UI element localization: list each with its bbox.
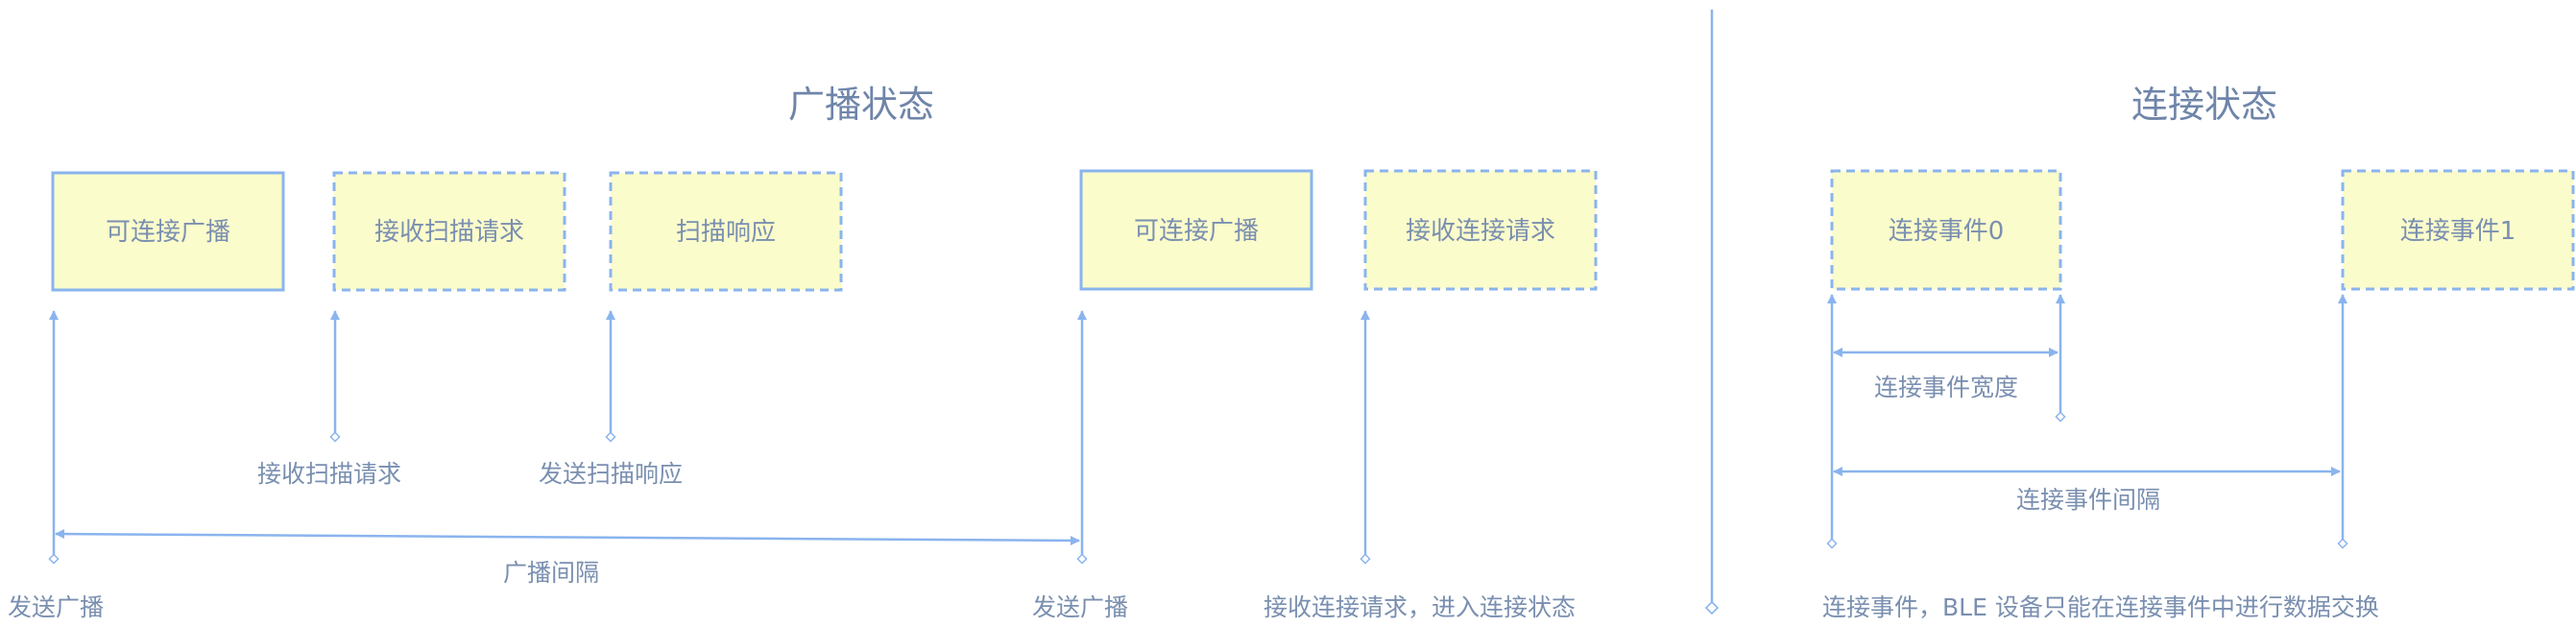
adv-box-scan-rsp: 扫描响应 <box>609 171 843 292</box>
adv-box-recv-scan-req-label: 接收扫描请求 <box>374 218 524 247</box>
conn-box-event-0: 连接事件0 <box>1830 169 2062 291</box>
send-adv-1-label: 发送广播 <box>8 593 104 621</box>
send-scan-rsp-label: 发送扫描响应 <box>539 460 683 488</box>
conn-event-note: 连接事件，BLE 设备只能在连接事件中进行数据交换 <box>1822 593 2379 621</box>
adv-box-recv-scan-req: 接收扫描请求 <box>332 171 566 292</box>
adv-box-recv-conn-req-label: 接收连接请求 <box>1406 217 1555 246</box>
adv-interval-arrow <box>55 529 1080 545</box>
adv-box-recv-conn-req: 接收连接请求 <box>1363 169 1598 291</box>
adv-box-connectable-1-label: 可连接广播 <box>106 218 230 247</box>
conn-box-event-0-label: 连接事件0 <box>1889 217 2005 246</box>
adv-interval-label: 广播间隔 <box>503 559 599 587</box>
adv-box-connectable-2: 可连接广播 <box>1079 169 1313 291</box>
conn-box-event-1-label: 连接事件1 <box>2400 217 2516 246</box>
send-adv-2-label: 发送广播 <box>1032 593 1128 621</box>
adv-box-scan-rsp-label: 扫描响应 <box>676 218 776 247</box>
divider-end-marker <box>1704 600 1720 616</box>
adv-box-connectable-1: 可连接广播 <box>51 171 285 292</box>
recv-scan-req-label: 接收扫描请求 <box>257 460 401 488</box>
conn-box-event-1: 连接事件1 <box>2341 169 2575 291</box>
conn-event-width-label: 连接事件宽度 <box>1874 374 2018 401</box>
advertising-state-title: 广播状态 <box>788 84 934 126</box>
recv-conn-req-label: 接收连接请求，进入连接状态 <box>1264 593 1576 621</box>
conn-event-interval-label: 连接事件间隔 <box>2016 486 2160 514</box>
adv-box-connectable-2-label: 可连接广播 <box>1134 217 1259 246</box>
connection-state-title: 连接状态 <box>2131 84 2277 126</box>
